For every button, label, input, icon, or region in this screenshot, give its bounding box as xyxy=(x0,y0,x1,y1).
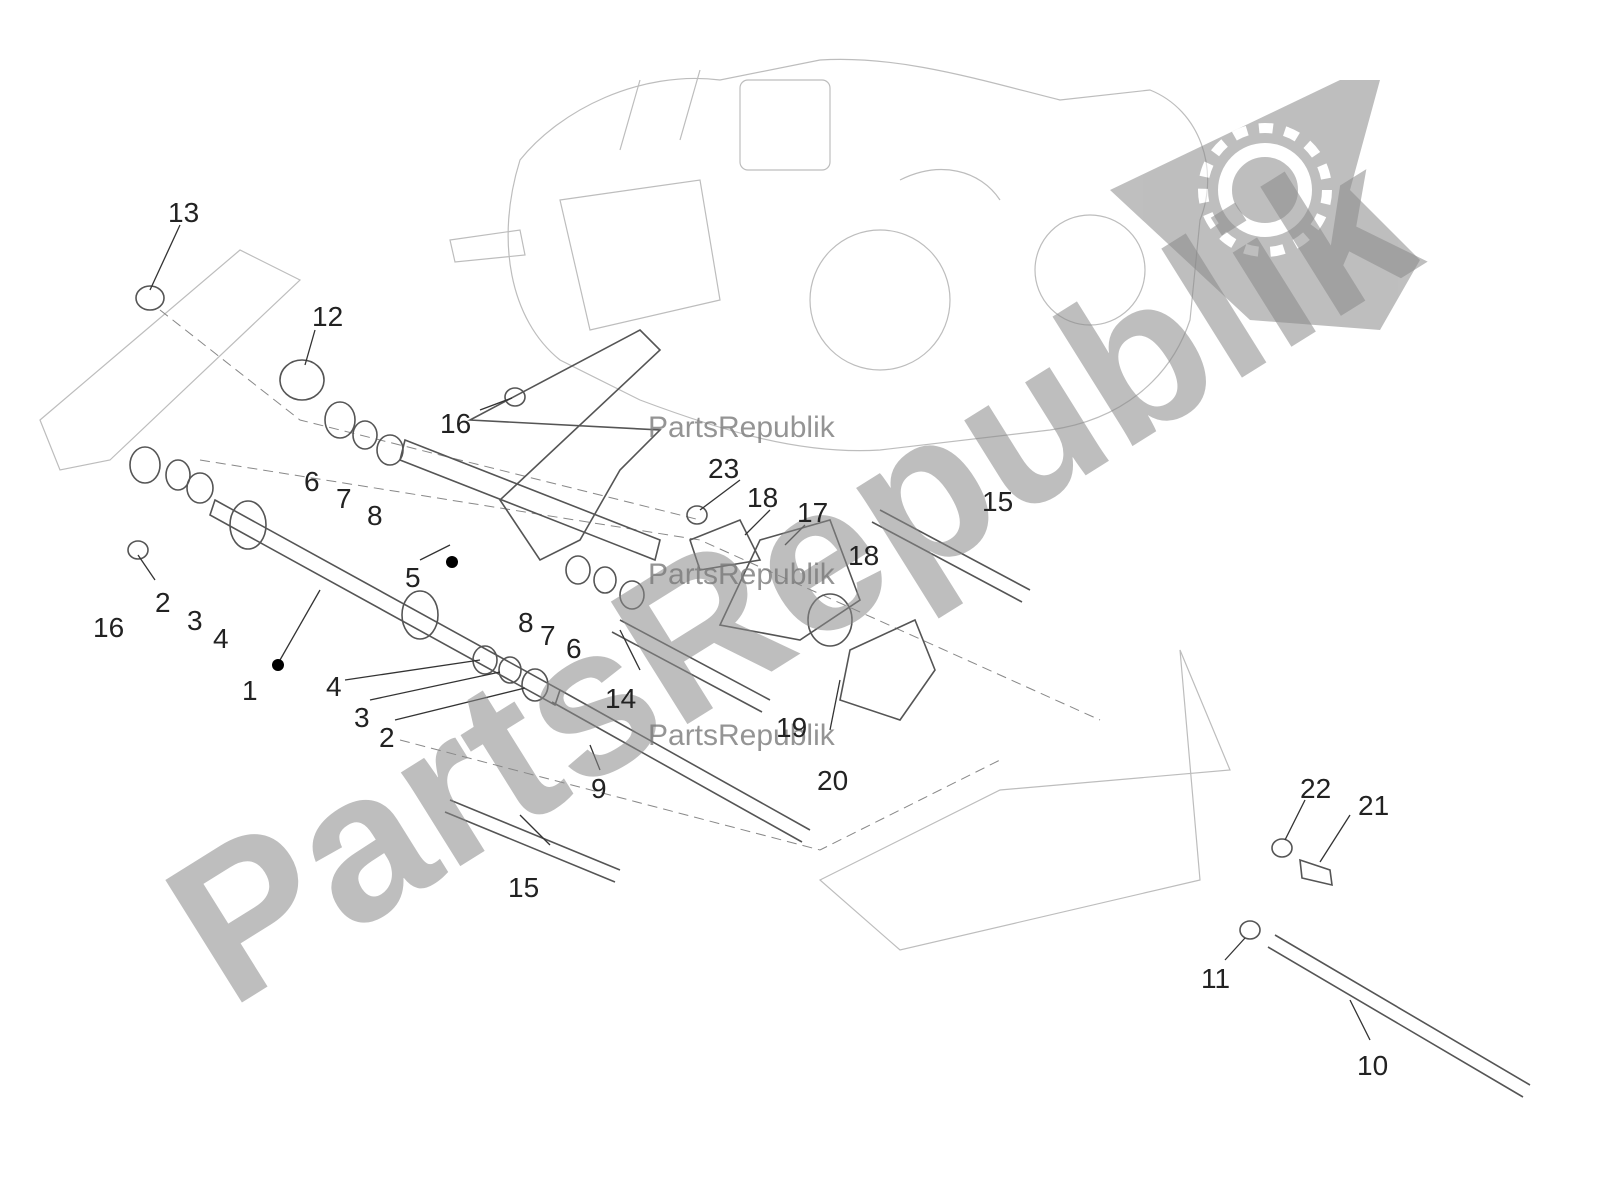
parts xyxy=(127,285,1531,1098)
callout-label: 18 xyxy=(848,540,879,571)
callout-label: 18 xyxy=(747,482,778,513)
callout-label: 4 xyxy=(213,623,229,654)
callout-label: 9 xyxy=(591,773,607,804)
gear-logo-icon xyxy=(1110,80,1420,330)
callout-label: 10 xyxy=(1357,1050,1388,1081)
reference-dot xyxy=(272,659,284,671)
callout-label: 8 xyxy=(367,500,383,531)
frame-outline xyxy=(39,249,1231,951)
callout-label: 7 xyxy=(540,620,556,651)
reference-dot xyxy=(446,556,458,568)
callout-label: 3 xyxy=(354,702,370,733)
callout-label: 2 xyxy=(155,587,171,618)
callout-label: 16 xyxy=(93,612,124,643)
callout-label: 15 xyxy=(982,486,1013,517)
callout-label: 22 xyxy=(1300,773,1331,804)
callout-label: 2 xyxy=(379,722,395,753)
callout-label: 12 xyxy=(312,301,343,332)
leader-lines xyxy=(137,224,1371,1041)
callout-label: 21 xyxy=(1358,790,1389,821)
watermark-small: PartsRepublik xyxy=(648,719,836,752)
callout-label: 1 xyxy=(242,675,258,706)
callout-label: 19 xyxy=(776,712,807,743)
callout-label: 13 xyxy=(168,197,199,228)
callout-label: 14 xyxy=(605,683,636,714)
callout-label: 8 xyxy=(518,607,534,638)
callout-label: 3 xyxy=(187,605,203,636)
callout-label: 15 xyxy=(508,872,539,903)
watermark-small: PartsRepublik xyxy=(648,411,836,444)
engine-outline xyxy=(449,58,1209,452)
callout-label: 17 xyxy=(797,497,828,528)
callout-label: 4 xyxy=(326,671,342,702)
callout-label: 6 xyxy=(304,466,320,497)
callout-label: 11 xyxy=(1201,963,1230,994)
callout-label: 16 xyxy=(440,408,471,439)
callout-label: 5 xyxy=(405,562,421,593)
callout-label: 20 xyxy=(817,765,848,796)
callout-label: 23 xyxy=(708,453,739,484)
callout-labels: 13 12 16 6 7 8 2 3 4 16 5 1 23 18 17 15 … xyxy=(93,197,1389,1081)
assembly-guides xyxy=(159,309,1101,851)
callout-label: 7 xyxy=(336,483,352,514)
watermark-small: PartsRepublik xyxy=(648,558,836,591)
callout-label: 6 xyxy=(566,633,582,664)
